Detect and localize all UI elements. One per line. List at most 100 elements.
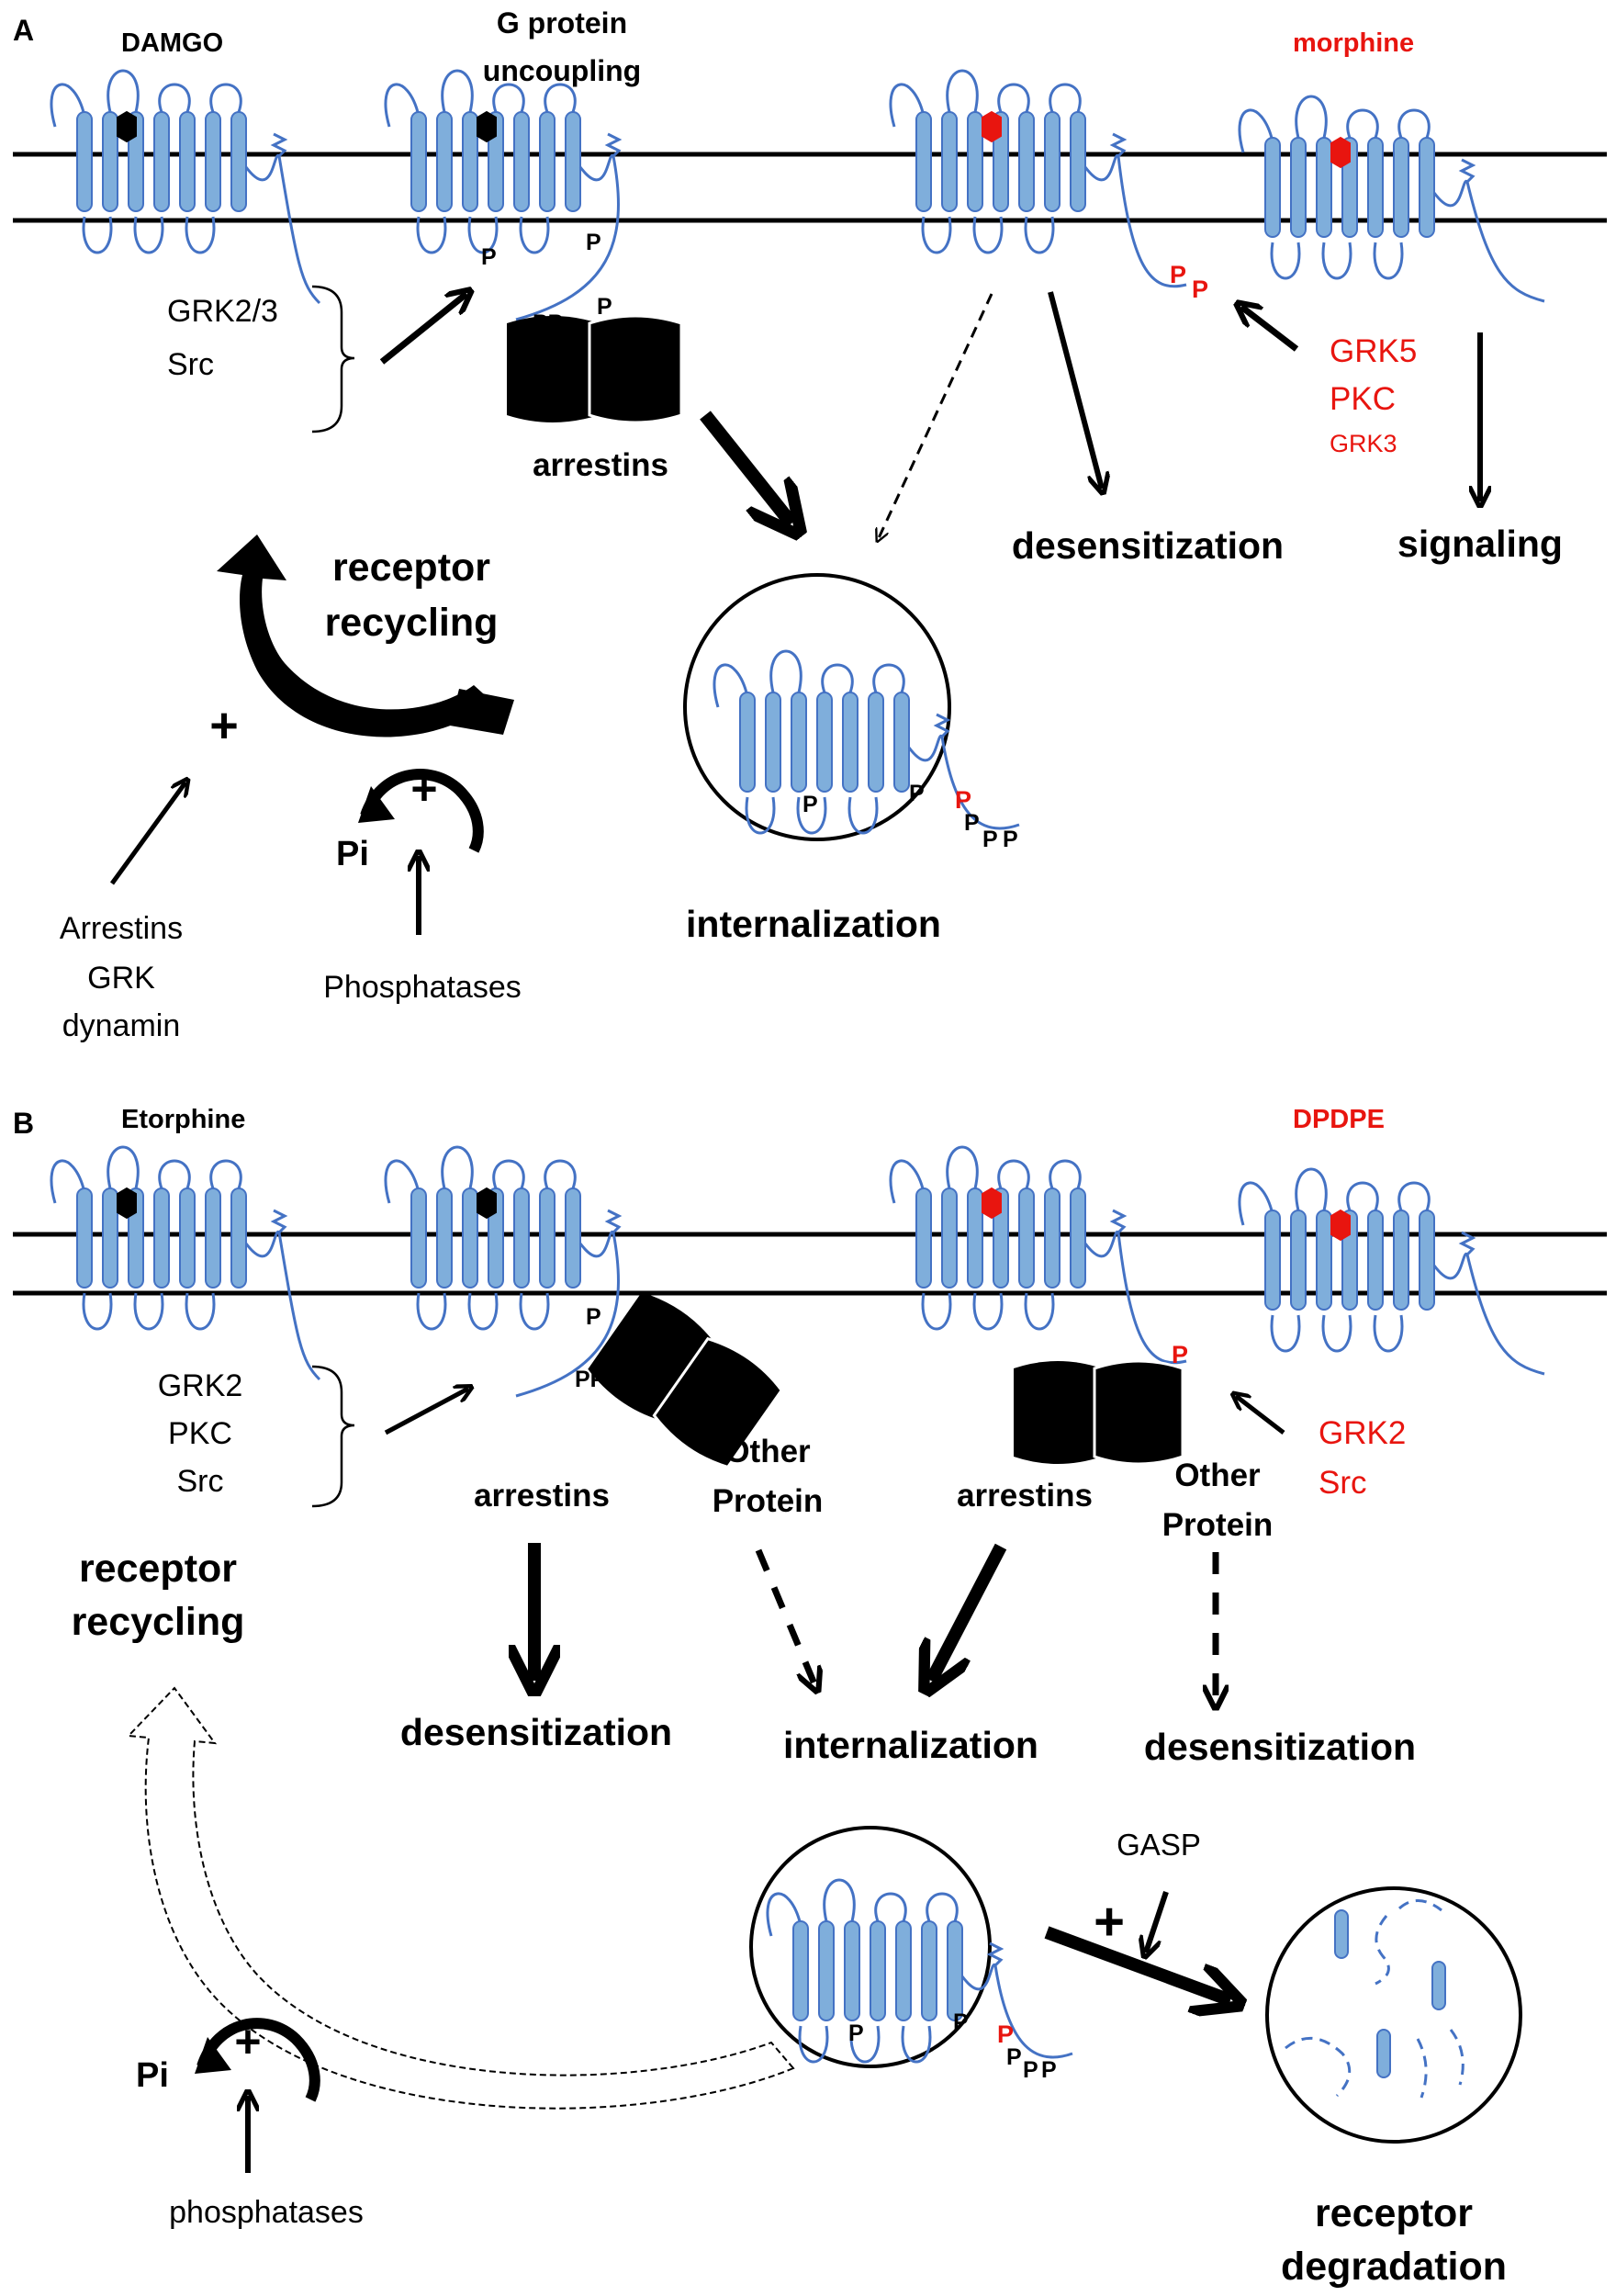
fragment-6	[1416, 2029, 1464, 2099]
internalization-a: internalization	[686, 903, 941, 945]
recycling-arrow-a	[217, 535, 492, 737]
receptor-helix	[436, 111, 453, 212]
desensitization-b-left: desensitization	[400, 1711, 672, 1753]
other-protein-b-right-2: Protein	[1162, 1507, 1274, 1543]
dephospho-arrowhead-a	[358, 786, 395, 823]
receptor-helix	[1264, 137, 1281, 238]
receptor-n-terminus	[713, 663, 749, 708]
receptor-helix	[1393, 1210, 1409, 1311]
receptor-helix	[893, 692, 910, 793]
receptor-helix	[1290, 137, 1307, 238]
receptor-loops	[416, 69, 577, 254]
receptor-c-tail	[244, 132, 321, 305]
phospho-int-a-2: P	[909, 781, 925, 806]
lysosome	[1265, 1886, 1522, 2144]
kinase-b-right-2: Src	[1319, 1465, 1367, 1501]
receptor-helix	[1018, 1187, 1035, 1289]
receptor-helix	[462, 1187, 478, 1289]
arrow-dashed-b-left	[755, 1548, 815, 1686]
receptor-n-terminus	[889, 1159, 926, 1204]
plus-b-1: +	[1094, 1892, 1125, 1952]
receptor-n-terminus	[766, 1892, 802, 1937]
receptor-n-terminus	[50, 1159, 86, 1204]
receptor-n-terminus	[50, 83, 86, 128]
receptor-helix	[792, 1920, 809, 2021]
receptor-loops	[1270, 95, 1431, 280]
phospho-int-a-6: P	[1003, 827, 1018, 852]
receptor-helix	[230, 1187, 247, 1289]
agonist-ligand	[117, 110, 137, 143]
phospho-b3-1: P	[1172, 1341, 1188, 1368]
receptor-n-terminus	[1238, 108, 1274, 153]
receptor-helix	[941, 1187, 958, 1289]
receptor-helix	[844, 1920, 860, 2021]
kinase-b-1: GRK2	[158, 1368, 243, 1403]
phosphatases-a: Phosphatases	[323, 970, 522, 1005]
receptor-helix	[1018, 111, 1035, 212]
fragment-5	[1285, 2036, 1352, 2098]
arrestin-b-left-2	[652, 1336, 784, 1469]
internalization-b: internalization	[783, 1724, 1038, 1766]
kinase-b-right-arrow	[1236, 1396, 1285, 1435]
receptor-helix	[1264, 1210, 1281, 1311]
receptor-loops	[416, 1145, 577, 1331]
receptor-c-tail	[515, 132, 623, 321]
plus-b-2: +	[234, 2016, 261, 2067]
receptor-b3	[889, 1145, 1187, 1365]
receptor-helix	[941, 111, 958, 212]
other-protein-b-right-1: Other	[1174, 1458, 1261, 1493]
pi-b: Pi	[136, 2056, 169, 2095]
receptor-c-tail	[1083, 1209, 1187, 1365]
receptor-helix	[410, 111, 427, 212]
receptor-helix	[76, 1187, 93, 1289]
receptor-helix	[205, 111, 221, 212]
ligand-morphine: morphine	[1293, 28, 1414, 58]
kinase-brace-b	[311, 1365, 355, 1508]
fragment-4	[1375, 1915, 1390, 1986]
receptor-b2	[384, 1145, 623, 1398]
phospho-a2-1: P	[481, 244, 497, 270]
arrow-to-desensitization-a	[1048, 291, 1102, 489]
receptor-helix	[1419, 137, 1435, 238]
receptor-n-terminus	[384, 83, 421, 128]
receptor-helix	[539, 111, 556, 212]
receptor-helix	[1290, 1210, 1307, 1311]
arrestin-a-left	[507, 316, 599, 422]
kinase-b-3: Src	[177, 1464, 224, 1499]
arrow-to-degradation	[1044, 1926, 1230, 2000]
recycling-b-line2: recycling	[72, 1600, 245, 1644]
agonist-ligand	[117, 1187, 137, 1220]
receptor-helix	[1419, 1210, 1435, 1311]
receptor-loops	[82, 69, 242, 254]
arrestin-shape-b-right	[1014, 1359, 1184, 1466]
receptor-helix	[565, 1187, 581, 1289]
regulator-a-3: dynamin	[62, 1008, 181, 1043]
phospho-int-b-6: P	[1041, 2057, 1057, 2083]
plus-a-2: +	[410, 763, 437, 815]
receptor-helix	[513, 1187, 530, 1289]
phospho-int-a-3: P	[955, 786, 971, 814]
phospho-a2-4: P	[597, 294, 612, 320]
receptor-helix	[102, 111, 118, 212]
receptor-helix	[915, 1187, 932, 1289]
recycling-arrow-a-tail	[450, 689, 514, 735]
panel-a-label: A	[13, 14, 34, 47]
receptor-c-tail	[960, 1941, 1073, 2059]
receptor-helix	[816, 692, 833, 793]
receptor-helix	[153, 111, 170, 212]
phospho-b2-1: P	[586, 1304, 601, 1330]
dephospho-loop-a	[360, 769, 484, 853]
receptor-c-tail	[244, 1209, 321, 1381]
kinase-b-right-1: GRK2	[1319, 1415, 1406, 1451]
kinase-b-arrow	[384, 1389, 468, 1435]
g-protein-line2: uncoupling	[483, 54, 641, 87]
receptor-helix	[1070, 1187, 1086, 1289]
phospho-int-b-1: P	[848, 2020, 864, 2046]
receptor-a4	[1238, 95, 1545, 303]
regulator-a-1: Arrestins	[60, 911, 183, 946]
receptor-helix	[1044, 111, 1060, 212]
arrow-to-internalization-b	[931, 1543, 1007, 1681]
recycling-b-line1: receptor	[79, 1547, 237, 1591]
receptor-helix	[791, 692, 807, 793]
receptor-helix	[153, 1187, 170, 1289]
